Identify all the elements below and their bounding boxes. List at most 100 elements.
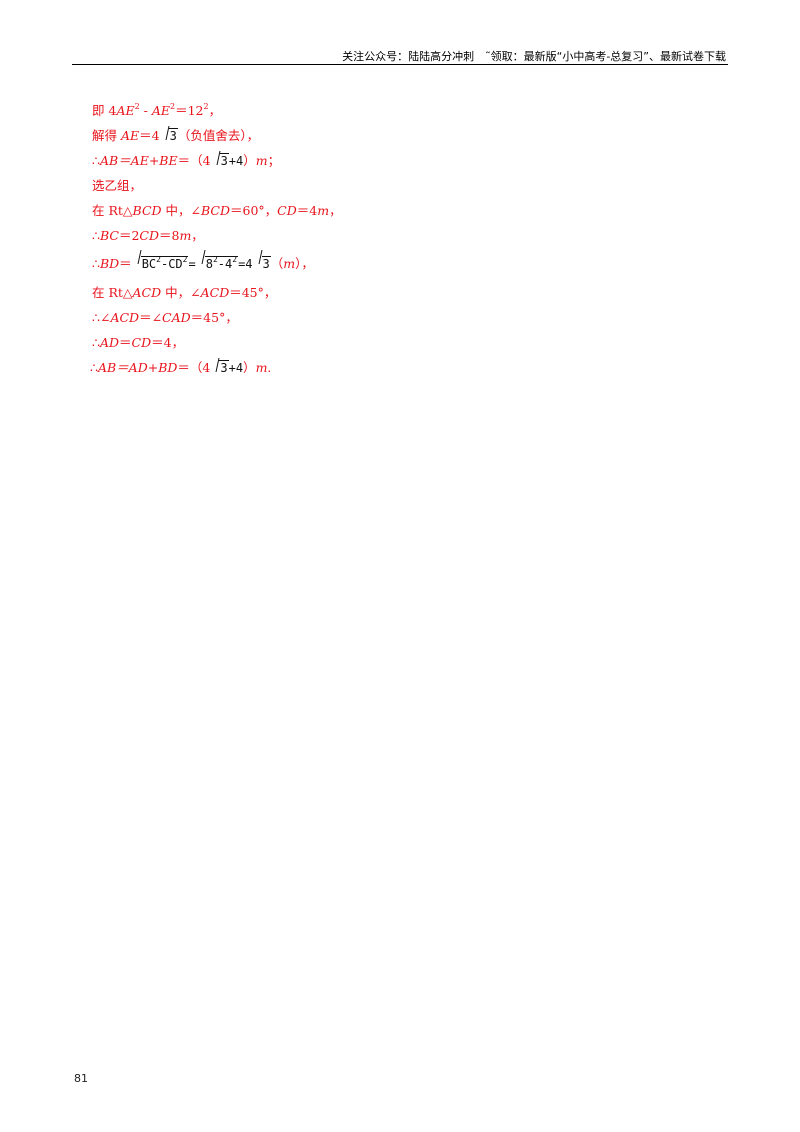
unit-m: m	[255, 360, 268, 375]
text: ＝	[119, 335, 132, 350]
radicand-part: BC	[141, 257, 157, 271]
radicand: BC2-CD2	[140, 255, 189, 272]
sqrt-symbol: 3	[254, 248, 271, 280]
text: 选乙组，	[92, 178, 143, 193]
text: ＝（4	[177, 360, 211, 375]
var-ae: AE	[116, 103, 135, 118]
exponent: 2	[212, 255, 218, 264]
solution-line-2: 解得 AE＝4 3（负值舍去），	[92, 123, 712, 148]
var: BC	[99, 228, 119, 243]
var: BD	[99, 256, 120, 271]
var: CD	[139, 228, 159, 243]
var: CAD	[162, 310, 191, 325]
sqrt-symbol: 3	[161, 124, 178, 149]
text: 中，∠	[161, 203, 201, 218]
text: （负值舍去），	[177, 128, 260, 143]
var: BCD	[132, 203, 162, 218]
var: BCD	[201, 203, 231, 218]
sqrt-symbol: BC2-CD2	[133, 248, 189, 280]
solution-line-5: 在 Rt△BCD 中，∠BCD＝60°，CD＝4m，	[92, 198, 712, 223]
therefore-symbol: ∴	[92, 228, 100, 243]
page-number: 81	[74, 1072, 88, 1085]
text: ＝（4	[177, 153, 211, 168]
exponent: 2	[134, 102, 140, 111]
therefore-symbol: ∴	[90, 360, 98, 375]
text: ，	[191, 228, 204, 243]
therefore-symbol: ∴	[92, 256, 100, 271]
text: 中，∠	[161, 285, 201, 300]
text: 在 Rt△	[92, 203, 133, 218]
solution-line-11: ∴AB＝AD+BD＝（4 3+4）m.	[90, 355, 712, 380]
radicand-part: 8	[205, 257, 213, 271]
text: 在 Rt△	[92, 285, 133, 300]
text: ＝4	[139, 128, 160, 143]
math-expression: AB＝AD+BD	[97, 360, 178, 375]
text: ＝4，	[151, 335, 185, 350]
sqrt-symbol: 3	[211, 356, 229, 381]
unit-m: m	[283, 256, 296, 271]
text: ＝60°，	[230, 203, 278, 218]
text: 解得	[92, 128, 121, 143]
text: ）	[243, 360, 256, 375]
solution-line-1: 即 4AE2 - AE2＝122，	[92, 98, 712, 123]
solution-line-8: 在 Rt△ACD 中，∠ACD＝45°，	[92, 280, 712, 305]
page-header: 关注公众号：陆陆高分冲刺 ˜领取：最新版“小中高考-总复习”、最新试卷下载	[72, 44, 728, 65]
text: ＝2	[118, 228, 140, 243]
var: ACD	[110, 310, 140, 325]
therefore-symbol: ∴∠	[92, 310, 111, 325]
radicand-part: -4	[217, 257, 233, 271]
var: ACD	[200, 285, 230, 300]
text: ＝45°，	[229, 285, 277, 300]
unit-m: m	[179, 228, 192, 243]
var: AD	[99, 335, 120, 350]
sqrt-symbol: 3	[212, 149, 229, 174]
radicand: 82-42	[204, 255, 239, 272]
unit-m: m	[317, 203, 330, 218]
text: ＝8	[158, 228, 180, 243]
therefore-symbol: ∴	[92, 335, 100, 350]
text: .	[267, 360, 272, 375]
radicand: 3	[168, 128, 178, 143]
var-ae: AE	[151, 103, 171, 118]
text: ，	[329, 203, 342, 218]
radicand: 3	[219, 153, 229, 168]
radicand: 3	[219, 360, 229, 375]
var: CD	[131, 335, 152, 350]
solution-line-10: ∴AD＝CD＝4，	[92, 330, 712, 355]
text: ＝	[119, 256, 132, 271]
exponent: 2	[156, 255, 161, 264]
solution-line-4: 选乙组，	[92, 173, 712, 198]
exponent: 2	[170, 102, 176, 111]
math-expression: AB＝AE+BE	[99, 153, 178, 168]
text: ，	[208, 103, 222, 118]
var: ACD	[132, 285, 162, 300]
text: ；	[267, 153, 281, 168]
text: =	[188, 257, 196, 271]
radicand-part: -CD	[160, 257, 183, 271]
text: -	[139, 103, 152, 118]
var-ae: AE	[120, 128, 140, 143]
text: ），	[295, 256, 314, 271]
text: ＝12	[175, 103, 204, 118]
text: 即 4	[92, 103, 117, 118]
solution-line-6: ∴BC＝2CD＝8m，	[92, 223, 712, 248]
solution-line-9: ∴∠ACD＝∠CAD＝45°，	[92, 305, 712, 330]
exponent: 2	[182, 255, 188, 264]
var: CD	[277, 203, 297, 218]
exponent: 2	[203, 102, 209, 111]
text: ＝4	[296, 203, 318, 218]
radicand: 3	[261, 256, 271, 271]
header-text: 关注公众号：陆陆高分冲刺 ˜领取：最新版“小中高考-总复习”、最新试卷下载	[342, 50, 726, 63]
therefore-symbol: ∴	[92, 153, 100, 168]
text: ＝45°，	[190, 310, 238, 325]
text: +4	[228, 154, 244, 168]
text: （	[270, 256, 284, 271]
text: =4	[238, 257, 253, 271]
text: ＝∠	[139, 310, 163, 325]
exponent: 2	[232, 255, 238, 264]
sqrt-symbol: 82-42	[197, 248, 239, 280]
text: +4	[228, 361, 244, 375]
